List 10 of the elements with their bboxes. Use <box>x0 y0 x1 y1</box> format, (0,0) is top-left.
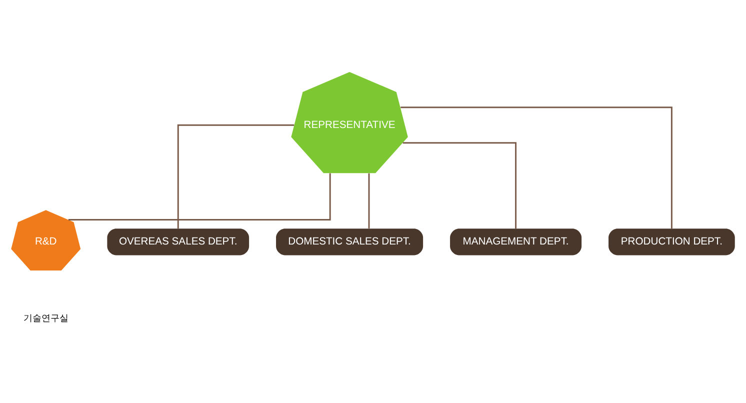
connector <box>177 124 294 228</box>
connector <box>400 106 672 228</box>
label: 기술연구실 <box>23 312 68 323</box>
node-box: MANAGEMENT DEPT. <box>450 228 582 255</box>
node-box: PRODUCTION DEPT. <box>608 228 735 255</box>
connector <box>402 142 517 228</box>
connector <box>368 172 370 228</box>
connector <box>68 172 331 220</box>
node-box: DOMESTIC SALES DEPT. <box>276 228 424 255</box>
node-box: OVEREAS SALES DEPT. <box>107 228 250 255</box>
